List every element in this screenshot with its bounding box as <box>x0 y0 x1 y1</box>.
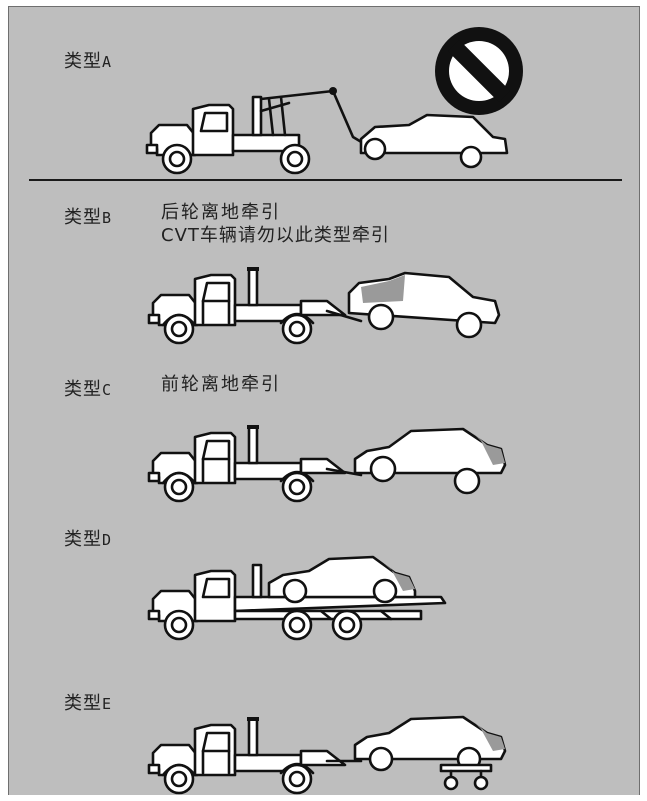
type-e-letter: E <box>102 695 113 713</box>
type-b-note: 后轮离地牵引 CVT车辆请勿以此类型牵引 <box>161 201 390 247</box>
car-icon <box>353 715 507 772</box>
towing-types-panel: 类型A 类型B 后轮离地牵引 C <box>8 6 640 795</box>
type-c-prefix: 类型 <box>64 379 102 400</box>
tow-truck-icon <box>145 87 365 175</box>
type-c-label: 类型C <box>64 375 112 401</box>
type-c-note: 前轮离地牵引 <box>161 373 281 396</box>
type-e-scene <box>147 715 507 795</box>
section-divider <box>29 179 622 181</box>
type-c-letter: C <box>102 381 113 399</box>
type-a-scene <box>145 87 509 175</box>
type-a-letter: A <box>102 53 113 71</box>
car-icon <box>359 113 509 169</box>
type-c-note-line1: 前轮离地牵引 <box>161 374 281 395</box>
type-b-scene <box>147 265 501 345</box>
type-a-prefix: 类型 <box>64 51 102 72</box>
type-b-prefix: 类型 <box>64 207 102 228</box>
type-e-label: 类型E <box>64 689 112 715</box>
tow-truck-icon <box>147 265 363 345</box>
tow-truck-icon <box>147 423 363 503</box>
type-a-label: 类型A <box>64 47 112 73</box>
type-d-letter: D <box>102 531 113 549</box>
tow-truck-icon <box>147 715 363 795</box>
prohibited-icon <box>435 27 523 115</box>
car-icon <box>347 271 501 339</box>
type-b-note-line2: CVT车辆请勿以此类型牵引 <box>161 225 390 246</box>
type-b-letter: B <box>102 209 113 227</box>
car-icon <box>353 427 507 495</box>
type-e-prefix: 类型 <box>64 693 102 714</box>
dolly-icon <box>439 763 493 791</box>
type-d-label: 类型D <box>64 525 112 551</box>
type-b-label: 类型B <box>64 203 112 229</box>
car-icon <box>267 555 417 604</box>
type-b-note-line1: 后轮离地牵引 <box>161 202 281 223</box>
type-d-prefix: 类型 <box>64 529 102 550</box>
type-d-scene <box>147 555 447 641</box>
type-c-scene <box>147 423 507 503</box>
